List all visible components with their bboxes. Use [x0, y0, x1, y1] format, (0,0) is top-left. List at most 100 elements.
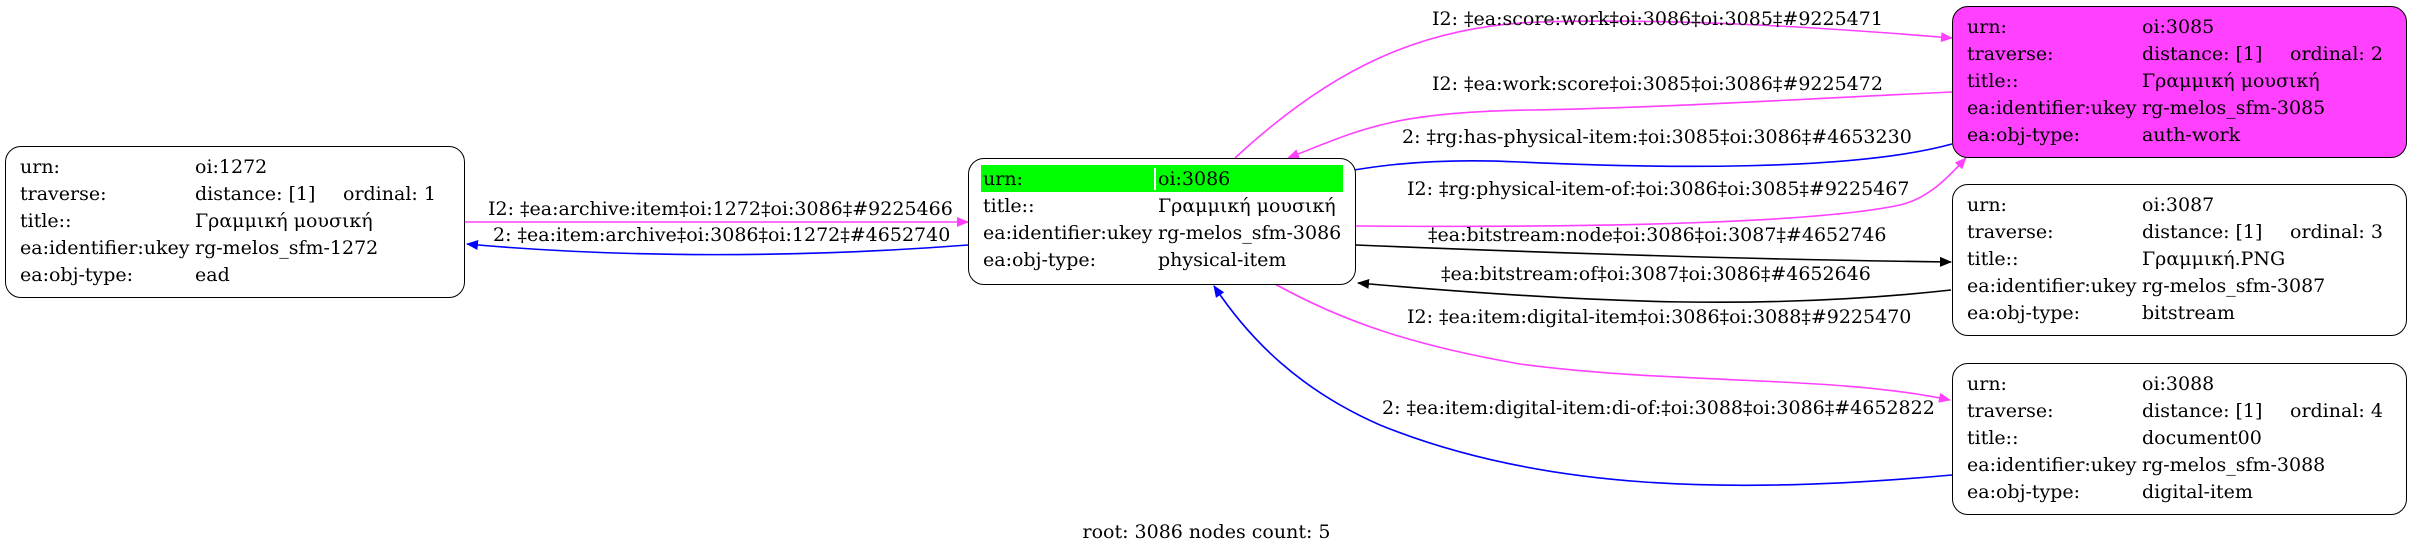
value-distance: distance: [1]	[195, 182, 316, 205]
value-urn: oi:3087	[2142, 193, 2215, 216]
value-title: Γραμμική μουσική	[1158, 194, 1336, 217]
node-row-traverse: traverse: distance: [1] ordinal: 2	[1965, 40, 2394, 67]
node-row-ukey: ea:identifier:ukey rg-melos_sfm-1272	[18, 234, 452, 261]
value-ordinal: ordinal: 4	[2290, 399, 2383, 422]
value-urn: oi:3086	[1158, 167, 1231, 190]
key-title: title::	[983, 194, 1035, 217]
node-row-traverse: traverse: distance: [1] ordinal: 4	[1965, 397, 2394, 424]
node-row-title: title:: Γραμμική μουσική	[18, 207, 452, 234]
value-ukey: rg-melos_sfm-3086	[1158, 221, 1342, 244]
key-title: title::	[1967, 247, 2019, 270]
edge-has-physical-item	[1309, 143, 1953, 181]
value-title: Γραμμική μουσική	[195, 209, 373, 232]
value-urn: oi:1272	[195, 155, 268, 178]
node-row-urn: urn: oi:3087	[1965, 191, 2394, 218]
node-row-urn-highlighted: urn: oi:3086	[981, 165, 1343, 192]
key-objtype: ea:obj-type:	[1967, 480, 2081, 503]
edge-label-digital-item-di-of: 2: ‡ea:item:digital-item:di-of:‡oi:3088‡…	[1382, 397, 1935, 419]
edge-label-archive-item: I2: ‡ea:archive:item‡oi:1272‡oi:3086‡#92…	[488, 198, 953, 220]
value-ukey: rg-melos_sfm-3087	[2142, 274, 2326, 297]
key-objtype: ea:obj-type:	[20, 263, 134, 286]
key-objtype: ea:obj-type:	[1967, 123, 2081, 146]
node-row-ukey: ea:identifier:ukey rg-melos_sfm-3085	[1965, 94, 2394, 121]
key-traverse: traverse:	[20, 182, 107, 205]
node-oi-1272[interactable]: urn: oi:1272 traverse: distance: [1] ordi…	[5, 146, 465, 298]
key-ukey: ea:identifier:ukey	[1967, 453, 2137, 476]
edge-label-bitstream-of: ‡ea:bitstream:of‡oi:3087‡oi:3086‡#465264…	[1441, 263, 1871, 285]
key-traverse: traverse:	[1967, 220, 2054, 243]
value-ukey: rg-melos_sfm-3085	[2142, 96, 2326, 119]
key-title: title::	[1967, 69, 2019, 92]
value-title: Γραμμική.PNG	[2142, 247, 2286, 270]
edge-label-has-physical-item: 2: ‡rg:has-physical-item:‡oi:3085‡oi:308…	[1402, 126, 1912, 148]
key-urn: urn:	[1967, 193, 2007, 216]
key-title: title::	[20, 209, 72, 232]
key-objtype: ea:obj-type:	[1967, 301, 2081, 324]
value-urn: oi:3085	[2142, 15, 2215, 38]
node-row-title: title:: Γραμμική μουσική	[1965, 67, 2394, 94]
value-objtype: physical-item	[1158, 248, 1287, 271]
node-row-objtype: ea:obj-type: ead	[18, 261, 452, 288]
node-row-ukey: ea:identifier:ukey rg-melos_sfm-3087	[1965, 272, 2394, 299]
key-ukey: ea:identifier:ukey	[1967, 96, 2137, 119]
edge-label-item-digital-item: I2: ‡ea:item:digital-item‡oi:3086‡oi:308…	[1407, 306, 1912, 328]
node-row-objtype: ea:obj-type: bitstream	[1965, 299, 2394, 326]
edge-item-digital-item	[1274, 283, 1951, 403]
node-oi-3088[interactable]: urn: oi:3088 traverse: distance: [1] ordi…	[1952, 363, 2407, 515]
edge-bitstream-of	[1357, 278, 1952, 304]
edge-digital-item-di-of	[1213, 285, 1953, 487]
edge-work-score	[1287, 91, 1953, 159]
node-row-ukey: ea:identifier:ukey rg-melos_sfm-3088	[1965, 451, 2394, 478]
node-row-traverse: traverse: distance: [1] ordinal: 3	[1965, 218, 2394, 245]
value-ordinal: ordinal: 1	[343, 182, 436, 205]
node-oi-3086-root[interactable]: urn: oi:3086 title:: Γραμμική μουσική ea…	[968, 158, 1356, 285]
value-distance: distance: [1]	[2142, 42, 2263, 65]
value-objtype: auth-work	[2142, 123, 2241, 146]
key-ukey: ea:identifier:ukey	[1967, 274, 2137, 297]
node-row-title: title:: Γραμμική μουσική	[981, 192, 1343, 219]
value-objtype: digital-item	[2142, 480, 2253, 503]
key-traverse: traverse:	[1967, 399, 2054, 422]
edge-bitstream-node	[1355, 244, 1952, 267]
edge-label-physical-item-of: I2: ‡rg:physical-item-of:‡oi:3086‡oi:308…	[1407, 178, 1910, 200]
node-row-ukey: ea:identifier:ukey rg-melos_sfm-3086	[981, 219, 1343, 246]
key-ukey: ea:identifier:ukey	[20, 236, 190, 259]
value-objtype: bitstream	[2142, 301, 2235, 324]
key-traverse: traverse:	[1967, 42, 2054, 65]
node-row-urn: urn: oi:3088	[1965, 370, 2394, 397]
node-row-title: title:: Γραμμική.PNG	[1965, 245, 2394, 272]
key-objtype: ea:obj-type:	[983, 248, 1097, 271]
key-urn: urn:	[1967, 15, 2007, 38]
value-ukey: rg-melos_sfm-1272	[195, 236, 379, 259]
edge-label-item-archive: 2: ‡ea:item:archive‡oi:3086‡oi:1272‡#465…	[493, 224, 951, 246]
value-objtype: ead	[195, 263, 230, 286]
value-ordinal: ordinal: 3	[2290, 220, 2383, 243]
node-oi-3087[interactable]: urn: oi:3087 traverse: distance: [1] ordi…	[1952, 184, 2407, 336]
edge-label-bitstream-node: ‡ea:bitstream:node‡oi:3086‡oi:3087‡#4652…	[1428, 224, 1887, 246]
node-row-objtype: ea:obj-type: auth-work	[1965, 121, 2394, 148]
node-row-urn: urn: oi:3085	[1965, 13, 2394, 40]
value-distance: distance: [1]	[2142, 220, 2263, 243]
value-ukey: rg-melos_sfm-3088	[2142, 453, 2326, 476]
edge-label-score-work: I2: ‡ea:score:work‡oi:3086‡oi:3085‡#9225…	[1432, 8, 1883, 30]
edge-label-work-score: I2: ‡ea:work:score‡oi:3085‡oi:3086‡#9225…	[1432, 73, 1883, 95]
edge-item-archive	[466, 240, 969, 256]
value-title: document00	[2142, 426, 2262, 449]
value-ordinal: ordinal: 2	[2290, 42, 2383, 65]
key-urn: urn:	[20, 155, 60, 178]
node-row-title: title:: document00	[1965, 424, 2394, 451]
edge-score-work	[1234, 20, 1953, 159]
key-urn: urn:	[981, 167, 1156, 190]
value-urn: oi:3088	[2142, 372, 2215, 395]
key-title: title::	[1967, 426, 2019, 449]
node-row-urn: urn: oi:1272	[18, 153, 452, 180]
node-row-objtype: ea:obj-type: physical-item	[981, 246, 1343, 273]
key-ukey: ea:identifier:ukey	[983, 221, 1153, 244]
graph-caption: root: 3086 nodes count: 5	[1082, 521, 1331, 543]
key-urn: urn:	[1967, 372, 2007, 395]
node-oi-3085[interactable]: urn: oi:3085 traverse: distance: [1] ordi…	[1952, 6, 2407, 158]
edge-physical-item-of	[1355, 157, 1967, 228]
value-distance: distance: [1]	[2142, 399, 2263, 422]
value-title: Γραμμική μουσική	[2142, 69, 2320, 92]
